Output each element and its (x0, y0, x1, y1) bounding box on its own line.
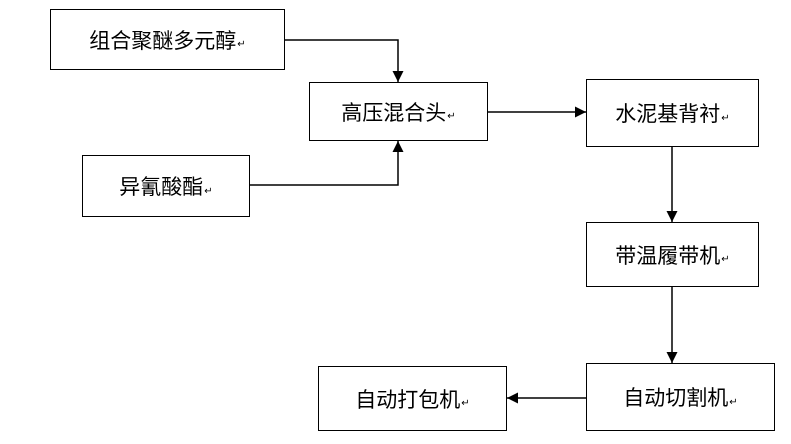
node-polyol: 组合聚醚多元醇↵ (50, 9, 285, 70)
node-auto-packer: 自动打包机↵ (318, 366, 507, 431)
node-mixing-head: 高压混合头↵ (309, 82, 488, 141)
node-heated-conveyor: 带温履带机↵ (586, 222, 759, 287)
node-label: 自动打包机 (355, 387, 461, 412)
edge-polyol-to-mixing-head (285, 39, 404, 82)
edge-isocyanate-to-mixing-head (250, 141, 404, 186)
paragraph-mark: ↵ (447, 111, 456, 122)
paragraph-mark: ↵ (721, 254, 730, 265)
node-label: 高压混合头 (341, 100, 447, 125)
paragraph-mark: ↵ (237, 39, 246, 50)
node-label: 自动切割机 (623, 386, 729, 410)
node-label: 组合聚醚多元醇 (89, 28, 237, 53)
node-label: 异氰酸酯 (119, 175, 204, 199)
node-label: 水泥基背衬 (615, 102, 721, 126)
paragraph-mark: ↵ (721, 112, 730, 124)
node-cement-backing: 水泥基背衬↵ (586, 79, 759, 147)
paragraph-mark: ↵ (461, 398, 470, 409)
paragraph-mark: ↵ (729, 396, 738, 408)
node-isocyanate: 异氰酸酯↵ (82, 155, 250, 217)
node-label: 带温履带机 (615, 243, 721, 268)
paragraph-mark: ↵ (204, 185, 213, 197)
node-auto-cutter: 自动切割机↵ (586, 363, 775, 431)
